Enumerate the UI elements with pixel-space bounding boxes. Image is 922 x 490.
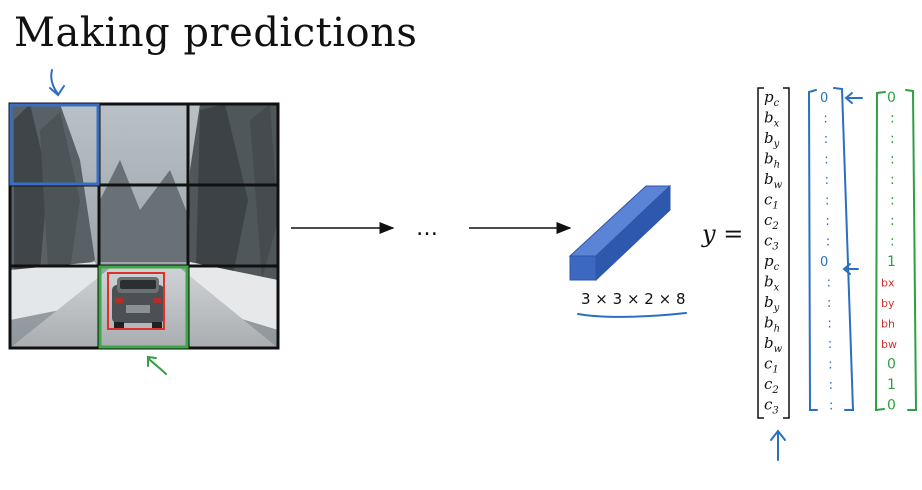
blue-vector-left-bracket — [807, 89, 818, 411]
highlight-cell-bottom-middle — [98, 265, 189, 349]
blue-arrow-anchor-1 — [844, 92, 863, 104]
green-vector-entry: bw — [881, 338, 897, 351]
y-equals-label: y = — [701, 220, 743, 248]
vector-right-bracket — [783, 87, 790, 419]
blue-vector-entry: : — [826, 235, 830, 250]
blue-vector-entry: : — [827, 317, 831, 332]
green-vector-entry: bx — [881, 277, 895, 290]
green-vector-entry: : — [890, 111, 895, 127]
green-vector-entry: 1 — [887, 254, 896, 270]
car — [112, 277, 164, 330]
road-image — [10, 104, 278, 348]
green-vector-entry: by — [881, 297, 895, 310]
green-vector-entry: 0 — [887, 357, 896, 373]
green-vector-entry: : — [890, 152, 895, 168]
vector-label: c2 — [764, 211, 779, 232]
green-vector-right-bracket — [905, 89, 918, 411]
green-vector-entry: 0 — [887, 398, 896, 414]
blue-vector-entry: : — [828, 358, 832, 373]
green-vector-entry: : — [890, 131, 895, 147]
output-volume — [568, 184, 672, 282]
vector-label: c3 — [764, 396, 779, 417]
vector-label: c3 — [764, 232, 779, 253]
blue-vector-entry: : — [827, 276, 831, 291]
blue-pointer-arrow — [49, 69, 65, 97]
page-title: Making predictions — [14, 10, 418, 56]
blue-vector-right-bracket — [833, 87, 855, 411]
blue-vector-entry: 0 — [820, 255, 828, 270]
output-shape-underline — [577, 312, 687, 318]
highlight-cell-top-left — [9, 103, 100, 186]
green-vector-entry: 0 — [887, 90, 896, 106]
blue-arrow-bottom — [770, 429, 786, 461]
vector-label: pc — [764, 88, 780, 109]
vector-label: bw — [764, 334, 783, 355]
vector-label: bh — [764, 150, 780, 171]
vector-label: c2 — [764, 375, 779, 396]
blue-vector-entry: : — [829, 378, 833, 393]
blue-vector-entry: : — [824, 153, 828, 168]
vector-label: bx — [764, 273, 780, 294]
vector-label: bw — [764, 170, 783, 191]
blue-vector-entry: : — [827, 296, 831, 311]
blue-vector-entry: : — [829, 399, 833, 414]
green-vector-entry: : — [890, 172, 895, 188]
blue-vector-entry: : — [824, 132, 828, 147]
blue-vector-entry: : — [828, 337, 832, 352]
car-bounding-box — [107, 272, 165, 330]
blue-vector-entry: : — [823, 112, 827, 127]
vector-label: by — [764, 129, 780, 150]
green-vector-left-bracket — [874, 91, 886, 412]
green-vector-entry: bh — [881, 318, 895, 331]
green-vector-entry: : — [890, 234, 895, 250]
vector-label: bh — [764, 314, 780, 335]
vector-label: c1 — [764, 355, 779, 376]
green-vector-entry: : — [890, 213, 895, 229]
green-vector-entry: 1 — [887, 377, 896, 393]
blue-vector-entry: : — [825, 194, 829, 209]
blue-vector-values: 0:::::::0::::::: — [820, 91, 833, 414]
blue-vector-entry: 0 — [820, 91, 828, 106]
blue-vector-entry: : — [825, 214, 829, 229]
output-shape-label: 3 × 3 × 2 × 8 — [581, 290, 686, 308]
vector-label: bx — [764, 109, 780, 130]
ellipsis: … — [416, 216, 438, 241]
green-vector-entry: : — [890, 193, 895, 209]
vector-label: by — [764, 293, 780, 314]
blue-vector-entry: : — [825, 173, 829, 188]
vector-label: c1 — [764, 191, 779, 212]
vector-label: pc — [764, 252, 780, 273]
blue-arrow-anchor-2 — [842, 263, 859, 275]
green-pointer-arrow — [147, 355, 167, 375]
vector-left-bracket — [757, 87, 764, 419]
